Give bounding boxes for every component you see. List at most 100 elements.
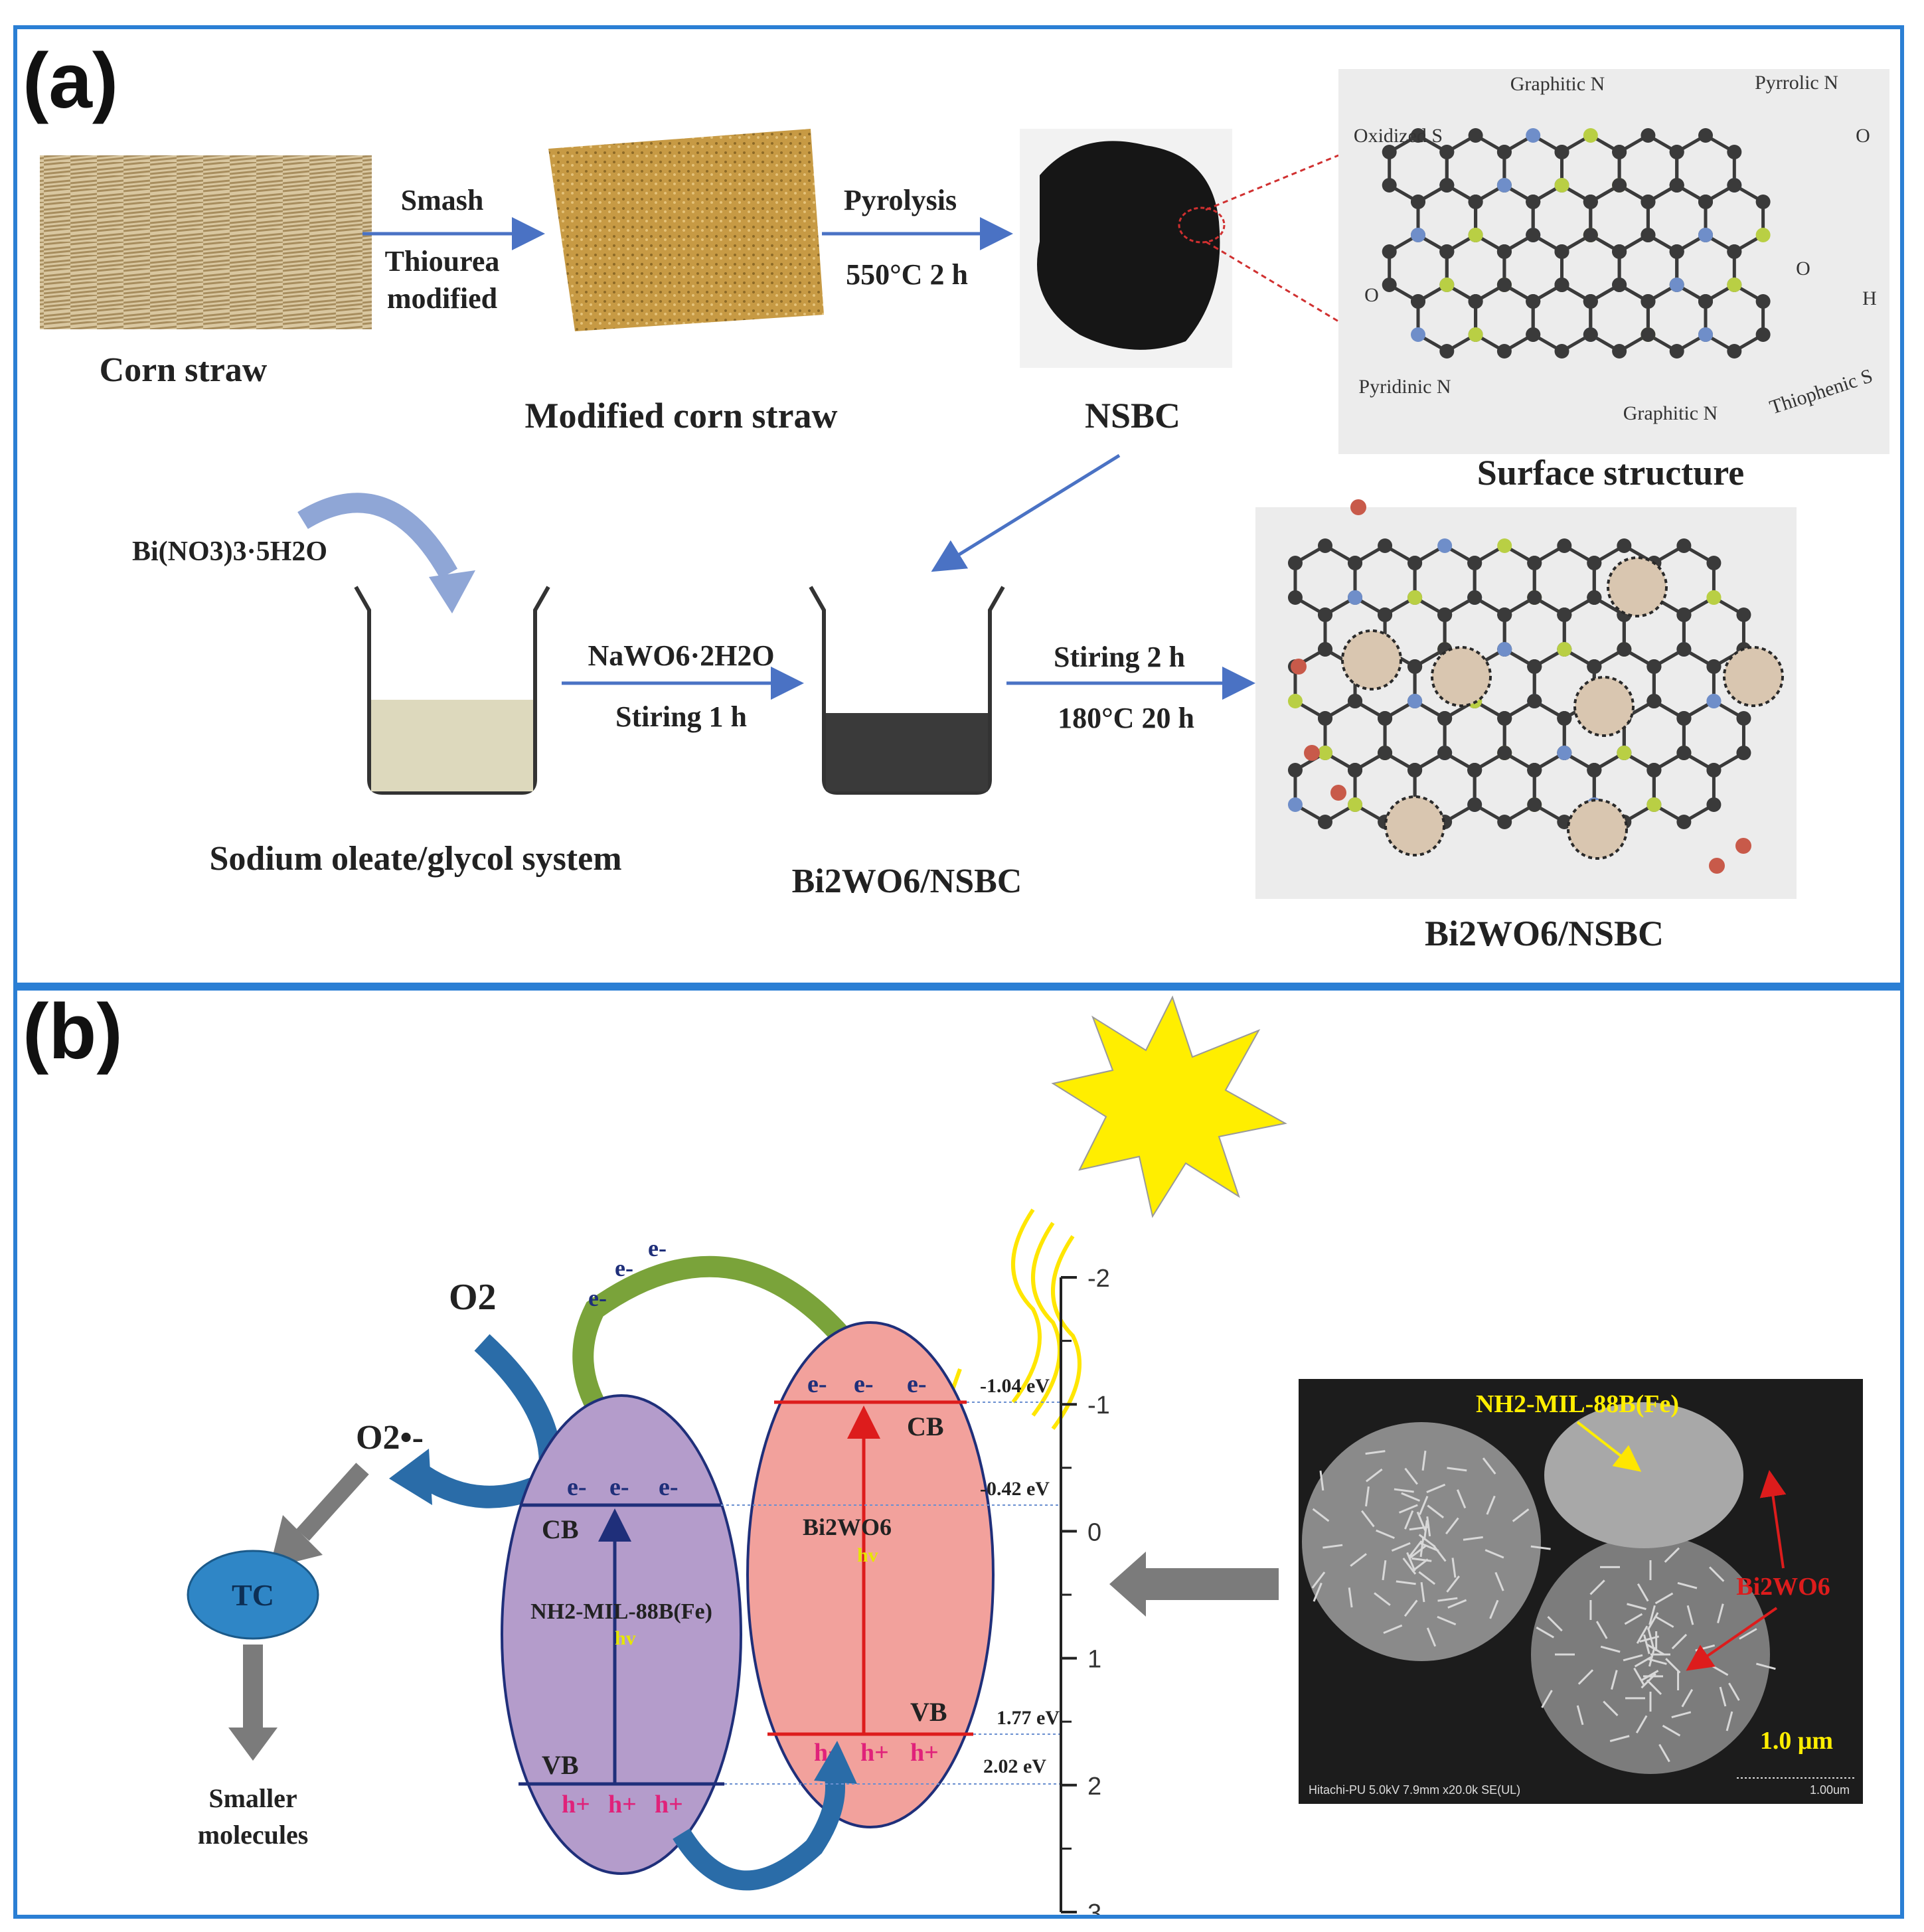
lattice-atom	[1617, 746, 1632, 760]
lattice-atom	[1706, 659, 1722, 674]
bwo-electron-1: e-	[807, 1370, 827, 1398]
oxygen-atom	[1735, 838, 1751, 854]
bwo-cb-label: CB	[907, 1411, 944, 1441]
lattice-atom	[1557, 607, 1572, 622]
label-o-left: O	[1364, 284, 1379, 306]
arrow-to-products	[243, 1645, 263, 1731]
lattice-atom	[1727, 344, 1742, 359]
axis-tick-label: 3	[1087, 1899, 1101, 1915]
lattice-atom	[1468, 195, 1483, 209]
lattice-atom	[1669, 344, 1684, 359]
sem-mof-particle	[1544, 1402, 1743, 1548]
lattice-atom	[1318, 642, 1332, 657]
sem-scale-label: 1.0 μm	[1760, 1727, 1833, 1755]
lattice-atom	[1407, 556, 1423, 570]
bwo-cluster	[1607, 556, 1668, 617]
sem-flake	[1494, 1571, 1504, 1591]
mof-electron-3: e-	[659, 1473, 679, 1501]
mof-ellipse	[501, 1394, 742, 1875]
sem-flake	[1512, 1508, 1530, 1522]
sem-flake	[1396, 1580, 1416, 1585]
lattice-atom	[1612, 145, 1627, 159]
lattice-atom	[1698, 195, 1714, 209]
arrow-from-sem-head	[1109, 1552, 1146, 1617]
corn-straw-photo	[40, 155, 372, 329]
lattice-atom	[1437, 711, 1453, 726]
lattice-atom	[1496, 244, 1512, 259]
electron-float-2: e-	[615, 1255, 633, 1281]
sem-flake	[1627, 1603, 1646, 1611]
lattice-atom	[1554, 145, 1569, 159]
lattice-atom	[1706, 797, 1722, 812]
sem-flake	[1603, 1700, 1619, 1716]
bwo-name-label: Bi2WO6	[803, 1514, 892, 1540]
lattice-atom	[1407, 763, 1423, 777]
lattice-atom	[1468, 128, 1483, 143]
lattice-atom	[1382, 244, 1397, 259]
lattice-atom	[1612, 244, 1627, 259]
composite-right-label: Bi2WO6/NSBC	[1425, 914, 1664, 953]
sem-flake	[1725, 1711, 1733, 1731]
sem-flake	[1624, 1613, 1643, 1625]
surface-structure-label: Surface structure	[1477, 453, 1744, 493]
oxygen-atom	[1304, 745, 1320, 761]
label-pyrrolic-n: Pyrrolic N	[1755, 72, 1838, 94]
bwo-cluster	[1573, 676, 1635, 737]
lattice-atom	[1378, 607, 1393, 622]
arrow-to-products-head	[228, 1728, 278, 1761]
bwo-vb-label: VB	[910, 1697, 947, 1727]
lattice-atom	[1348, 556, 1363, 570]
lattice-atom	[1468, 294, 1483, 309]
sem-flake	[1432, 1544, 1447, 1562]
lattice-atom	[1706, 556, 1722, 570]
sem-flake	[1447, 1599, 1467, 1609]
lattice-atom	[1411, 327, 1425, 342]
mof-name-label: NH2-MIL-88B(Fe)	[530, 1599, 712, 1624]
sem-flake	[1463, 1536, 1483, 1541]
lattice-atom	[1736, 746, 1751, 760]
sem-flake	[1406, 1552, 1416, 1571]
lattice-atom	[1617, 538, 1632, 553]
lattice-atom	[1755, 195, 1771, 209]
arrow-to-tc	[296, 1463, 369, 1541]
panel-b-label: (b)	[23, 991, 123, 1076]
corn-straw-label: Corn straw	[100, 351, 268, 389]
sun-icon	[1051, 995, 1287, 1218]
label-o-right: O	[1796, 258, 1810, 280]
sem-flake	[1530, 1545, 1551, 1550]
composite-middle-label: Bi2WO6/NSBC	[792, 862, 1022, 900]
sodium-system-label: Sodium oleate/glycol system	[209, 840, 621, 878]
sem-flake	[1451, 1558, 1457, 1578]
lattice-atom	[1348, 694, 1363, 708]
sem-flake	[1486, 1495, 1496, 1515]
lattice-atom	[1646, 694, 1662, 708]
sem-flake	[1541, 1690, 1553, 1708]
lattice-atom	[1583, 128, 1598, 143]
label-graphitic-n: Graphitic N	[1510, 73, 1605, 95]
electron-float-1: e-	[588, 1285, 607, 1311]
sem-mof-label: NH2-MIL-88B(Fe)	[1476, 1390, 1679, 1418]
lattice-atom	[1583, 195, 1598, 209]
lattice-atom	[1706, 763, 1722, 777]
lattice-atom	[1698, 327, 1714, 342]
bwo-ellipse	[746, 1321, 995, 1828]
lattice-atom	[1583, 228, 1598, 242]
lattice-atom	[1641, 128, 1656, 143]
sem-flake	[1409, 1545, 1426, 1560]
o2-arrow-head	[389, 1449, 432, 1505]
mof-hole-2: h+	[608, 1791, 637, 1818]
lattice-atom	[1641, 228, 1656, 242]
lattice-atom	[1348, 590, 1363, 605]
sem-flake	[1547, 1616, 1563, 1632]
sem-flake	[1709, 1566, 1725, 1582]
lattice-atom	[1439, 344, 1455, 359]
lattice-atom	[1527, 763, 1542, 777]
sem-flake	[1623, 1654, 1643, 1662]
sem-flake	[1313, 1582, 1323, 1602]
lattice-atom	[1287, 590, 1303, 605]
sem-flake	[1401, 1492, 1421, 1502]
sem-flake	[1671, 1633, 1688, 1650]
lattice-atom	[1348, 797, 1363, 812]
sem-flake	[1374, 1592, 1391, 1606]
lattice-atom	[1646, 763, 1662, 777]
